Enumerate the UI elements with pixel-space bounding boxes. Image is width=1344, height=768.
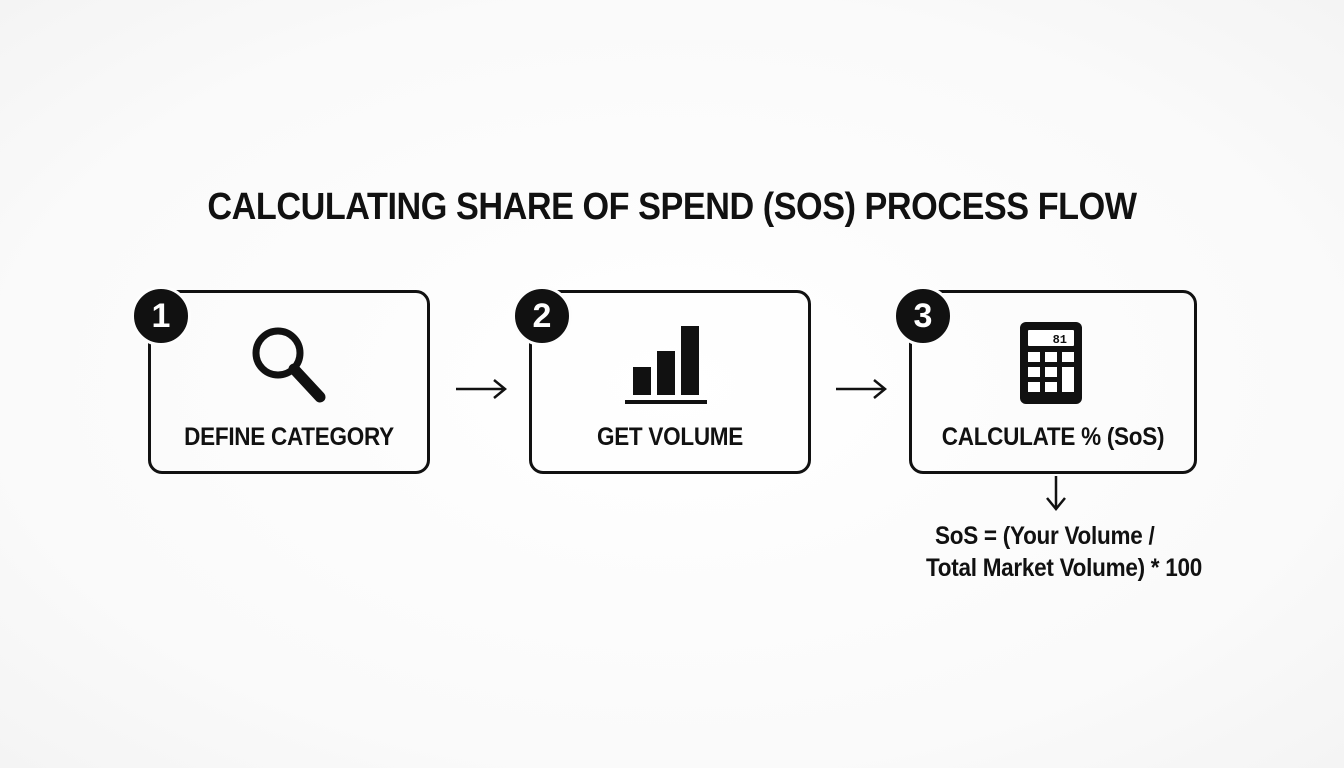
diagram-title: CALCULATING SHARE OF SPEND (SOS) PROCESS… [207,186,1137,228]
step-3-badge: 3 [893,286,953,346]
step-3-box: 81 CALCULATE % (SoS) [909,290,1197,474]
step-1-box: DEFINE CATEGORY [148,290,430,474]
calculator-display-text: 81 [1053,333,1067,347]
arrow-right-icon [456,379,507,399]
step-2-box: GET VOLUME [529,290,811,474]
formula-line-2: Total Market Volume) * 100 [926,554,1202,582]
step-1-badge: 1 [131,286,191,346]
magnifying-glass-icon [151,319,427,409]
step-2-badge: 2 [512,286,572,346]
step-1-label: DEFINE CATEGORY [184,423,394,451]
formula-line-1: SoS = (Your Volume / [935,522,1155,550]
arrow-down-icon [1046,476,1066,511]
arrow-right-icon [836,379,887,399]
bar-chart-icon [532,323,808,409]
step-2-label: GET VOLUME [596,423,744,451]
step-3-label: CALCULATE % (SoS) [941,423,1165,451]
calculator-icon: 81 [912,320,1194,408]
